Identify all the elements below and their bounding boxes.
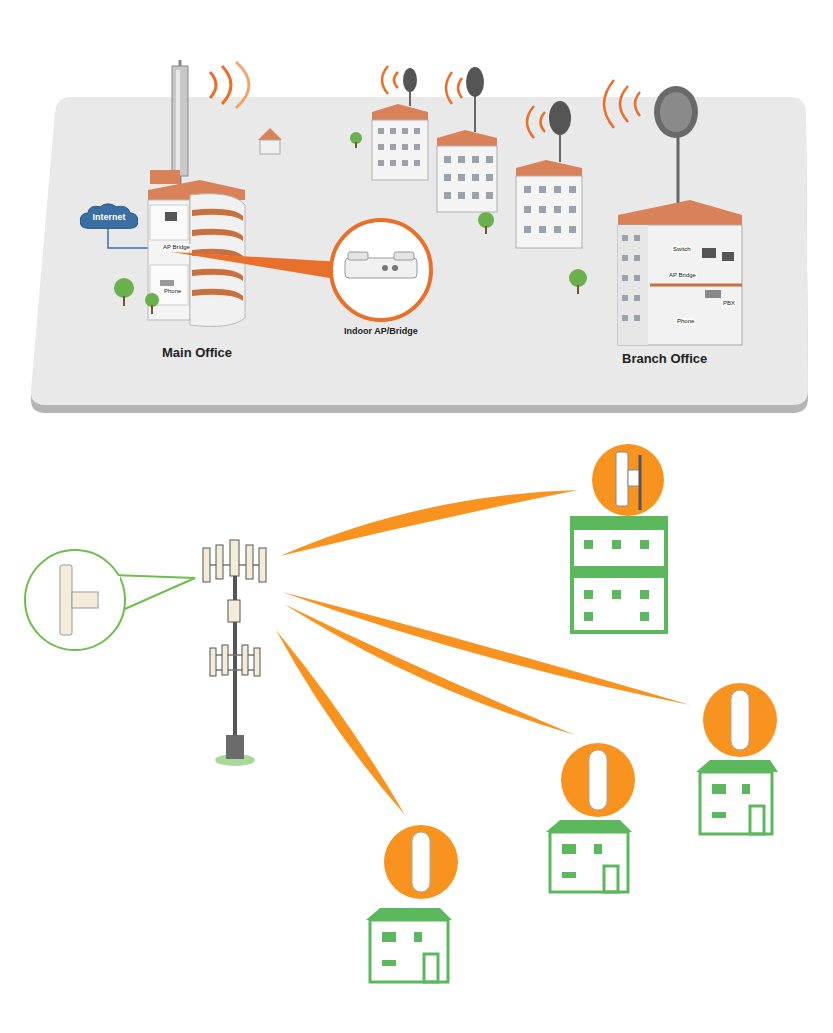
device-label: Switch <box>672 246 692 253</box>
building-label: Main Office <box>162 346 232 360</box>
device-label: PBX <box>722 300 736 307</box>
device-label: AP Bridge <box>668 272 697 279</box>
building-label: Indoor AP/Bridge <box>344 327 418 337</box>
device-label: AP Bridge <box>162 244 191 251</box>
cloud-node: Internet <box>78 202 140 232</box>
device-label: Phone <box>163 288 182 295</box>
device-label: Phone <box>676 318 695 325</box>
building-label: Branch Office <box>622 352 707 366</box>
node-label: Internet <box>92 212 125 222</box>
